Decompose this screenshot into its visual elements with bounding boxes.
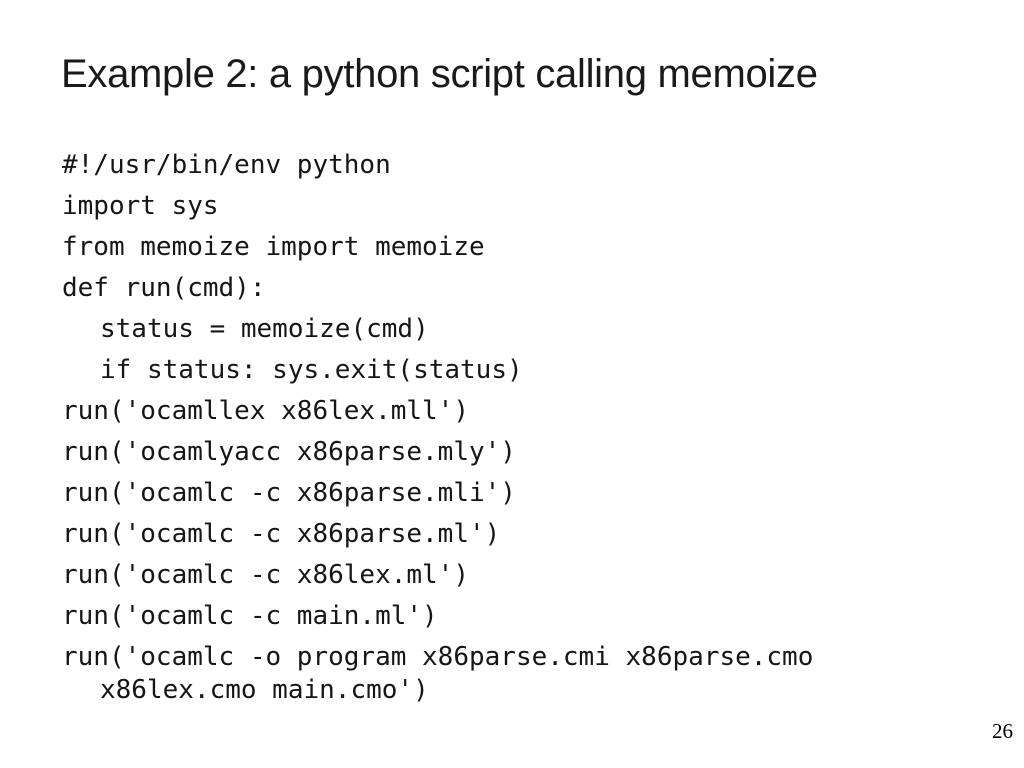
code-line: run('ocamlc -c x86lex.ml') — [62, 560, 469, 590]
code-line: import sys — [62, 191, 219, 221]
code-paragraph: run('ocamllex x86lex.mll') — [62, 395, 813, 428]
code-line: run('ocamlc -c x86parse.mli') — [62, 478, 516, 508]
code-paragraph: status = memoize(cmd) — [62, 313, 813, 346]
code-paragraph: if status: sys.exit(status) — [62, 354, 813, 387]
code-paragraph: from memoize import memoize — [62, 231, 813, 264]
code-paragraph: #!/usr/bin/env python — [62, 149, 813, 182]
code-paragraph: run('ocamlc -c x86parse.ml') — [62, 518, 813, 551]
code-line: run('ocamlc -c x86parse.ml') — [62, 519, 501, 549]
slide-title: Example 2: a python script calling memoi… — [61, 52, 818, 96]
code-paragraph: import sys — [62, 190, 813, 223]
page-number: 26 — [992, 719, 1013, 743]
code-line: from memoize import memoize — [62, 232, 485, 262]
code-paragraph: run('ocamlc -c x86parse.mli') — [62, 477, 813, 510]
code-line: x86lex.cmo main.cmo') — [100, 675, 429, 705]
code-paragraph: run('ocamlc -o program x86parse.cmi x86p… — [62, 641, 813, 707]
code-paragraph: run('ocamlyacc x86parse.mly') — [62, 436, 813, 469]
code-line: run('ocamlyacc x86parse.mly') — [62, 437, 516, 467]
code-line: run('ocamlc -c main.ml') — [62, 601, 438, 631]
code-line: run('ocamllex x86lex.mll') — [62, 396, 469, 426]
code-paragraph: def run(cmd): — [62, 272, 813, 305]
code-line: if status: sys.exit(status) — [100, 355, 523, 385]
code-line: run('ocamlc -o program x86parse.cmi x86p… — [62, 642, 814, 672]
code-paragraph: run('ocamlc -c main.ml') — [62, 600, 813, 633]
code-block: #!/usr/bin/env python import sys from memo… — [62, 149, 813, 715]
code-line: def run(cmd): — [62, 273, 266, 303]
code-paragraph: run('ocamlc -c x86lex.ml') — [62, 559, 813, 592]
code-line: status = memoize(cmd) — [100, 314, 429, 344]
code-line: #!/usr/bin/env python — [62, 150, 391, 180]
